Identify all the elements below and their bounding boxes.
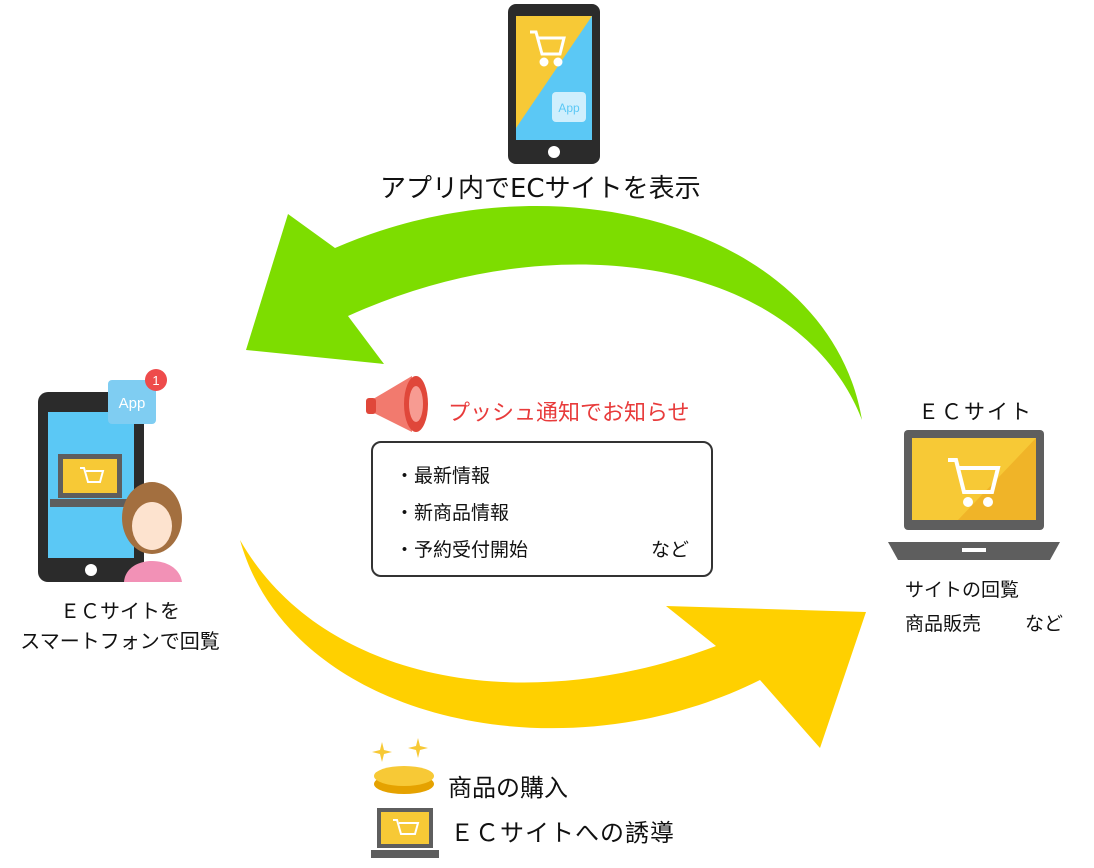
person-icon	[122, 482, 182, 582]
push-etc: など	[650, 539, 689, 561]
push-item: ・予約受付開始	[395, 539, 529, 561]
push-info-box: ・最新情報 ・新商品情報 ・予約受付開始 など	[371, 441, 713, 577]
notification-count: 1	[152, 373, 159, 388]
top-smartphone-icon: App	[508, 4, 600, 164]
green-arrow	[246, 205, 862, 420]
push-item: ・最新情報	[395, 465, 491, 487]
left-caption: ＥＣサイトを スマートフォンで回覧	[0, 596, 240, 656]
top-caption: アプリ内でECサイトを表示	[380, 174, 701, 204]
coin-sparkle-icon	[372, 738, 434, 794]
left-caption-line1: ＥＣサイトを	[60, 599, 180, 623]
ec-laptop-icon	[888, 430, 1060, 560]
right-title: ＥＣサイト	[918, 400, 1033, 424]
app-icon-label: App	[119, 395, 146, 412]
left-caption-line2: スマートフォンで回覧	[20, 629, 220, 653]
push-title: プッシュ通知でお知らせ	[448, 401, 690, 426]
cart-icon	[530, 30, 566, 67]
app-badge-text: App	[558, 101, 580, 115]
left-smartphone-icon: App 1	[38, 369, 182, 582]
right-line2: 商品販売	[905, 613, 982, 636]
bottom-purchase-label: 商品の購入	[448, 774, 568, 802]
cart-icon	[948, 458, 1001, 507]
bottom-ec-guide-label: ＥＣサイトへの誘導	[450, 819, 675, 847]
right-etc: など	[1025, 613, 1064, 636]
megaphone-icon	[366, 376, 428, 432]
right-line1: サイトの回覧	[905, 579, 1020, 601]
yellow-arrow	[240, 540, 866, 748]
push-item: ・新商品情報	[395, 502, 510, 524]
bottom-laptop-icon	[371, 808, 439, 858]
laptop-icon	[50, 454, 130, 507]
right-caption: サイトの回覧 商品販売 など	[905, 573, 1063, 641]
